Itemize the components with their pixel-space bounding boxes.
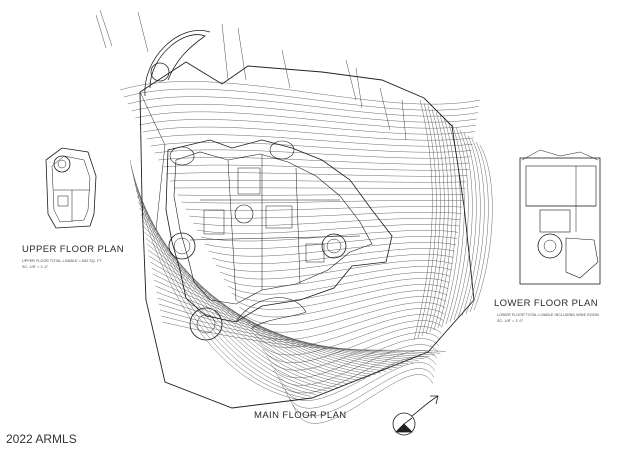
property-boundary: [139, 61, 475, 409]
lower-floor-area-note: LOWER FLOOR TOTAL LIVABLE INCLUDING WINE…: [497, 313, 599, 317]
contour-line: [138, 201, 338, 388]
contour-line: [425, 108, 445, 335]
contour-line: [453, 129, 473, 321]
upper-floor-plan-drawing: [45, 147, 97, 229]
contour-line: [258, 320, 443, 356]
contour-line: [166, 172, 468, 177]
contour-line: [162, 321, 446, 352]
contour-line: [417, 102, 437, 339]
contour-line: [465, 138, 485, 315]
contour-line: [421, 105, 441, 337]
contour-line: [150, 142, 472, 153]
contour-line: [154, 149, 471, 159]
contour-line: [181, 200, 464, 204]
contour-line: [146, 243, 376, 376]
contour-line: [127, 96, 478, 117]
contour-line: [250, 308, 445, 340]
upper-floor-area-note: UPPER FLOOR TOTAL LIVABLE = 600 SQ. FT.: [22, 259, 103, 263]
contour-line: [469, 141, 489, 313]
contour-line: [131, 104, 477, 123]
contour-line: [146, 134, 473, 147]
contour-line: [223, 266, 452, 287]
contour-line: [149, 255, 387, 372]
contour-line: [193, 218, 461, 227]
contour-line: [239, 290, 448, 318]
contour-line: [150, 261, 392, 370]
contour-line: [445, 123, 465, 325]
contour-line: [158, 303, 430, 358]
upper-floor-scale-note: SC: 1/8" = 1'-0": [22, 265, 49, 269]
contour-line: [177, 194, 465, 196]
contour-line: [413, 99, 433, 341]
contour-line: [159, 309, 436, 356]
contour-line: [457, 132, 477, 319]
contour-line: [147, 249, 382, 374]
contour-line: [429, 111, 449, 333]
contour-line: [461, 135, 481, 317]
contour-line: [254, 314, 444, 348]
contour-line: [145, 237, 371, 377]
contour-line: [139, 119, 475, 135]
contour-line: [144, 231, 365, 379]
contour-line: [433, 114, 453, 331]
contour-line: [119, 81, 481, 105]
lot-line-callouts: [95, 9, 407, 141]
contour-line: [441, 120, 461, 327]
contour-line: [449, 126, 469, 323]
main-floor-plan-title: MAIN FLOOR PLAN: [254, 410, 347, 421]
contour-line: [285, 362, 436, 409]
lower-floor-scale-note: SC: 1/8" = 1'-0": [497, 319, 524, 323]
contour-line: [220, 260, 453, 280]
lower-floor-plan-title: LOWER FLOOR PLAN: [494, 298, 599, 309]
contour-line: [235, 284, 449, 310]
lower-floor-plan-drawing: [519, 149, 601, 285]
main-floor-plan-drawing: [165, 139, 393, 341]
contour-line: [151, 267, 398, 368]
contour-line: [162, 164, 469, 171]
upper-floor-plan-title: UPPER FLOOR PLAN: [22, 244, 124, 255]
contour-line: [200, 230, 458, 242]
contour-line: [208, 242, 456, 257]
contour-line: [139, 207, 344, 386]
contour-line: [170, 180, 467, 183]
site-cul-de-sac: [144, 30, 211, 97]
contour-line: [289, 368, 434, 416]
contour-line: [204, 236, 457, 249]
contour-line: [262, 326, 442, 363]
contour-line: [231, 278, 450, 302]
contour-line: [293, 374, 433, 424]
copyright-watermark: 2022 ARMLS: [6, 432, 77, 446]
topographic-contours: [119, 81, 493, 424]
contour-line: [161, 315, 441, 354]
contour-line: [135, 111, 476, 129]
contour-line: [227, 272, 451, 295]
contour-line: [437, 117, 457, 329]
contour-line: [196, 224, 460, 234]
north-arrow-icon: [392, 395, 439, 436]
contour-line: [281, 356, 437, 401]
